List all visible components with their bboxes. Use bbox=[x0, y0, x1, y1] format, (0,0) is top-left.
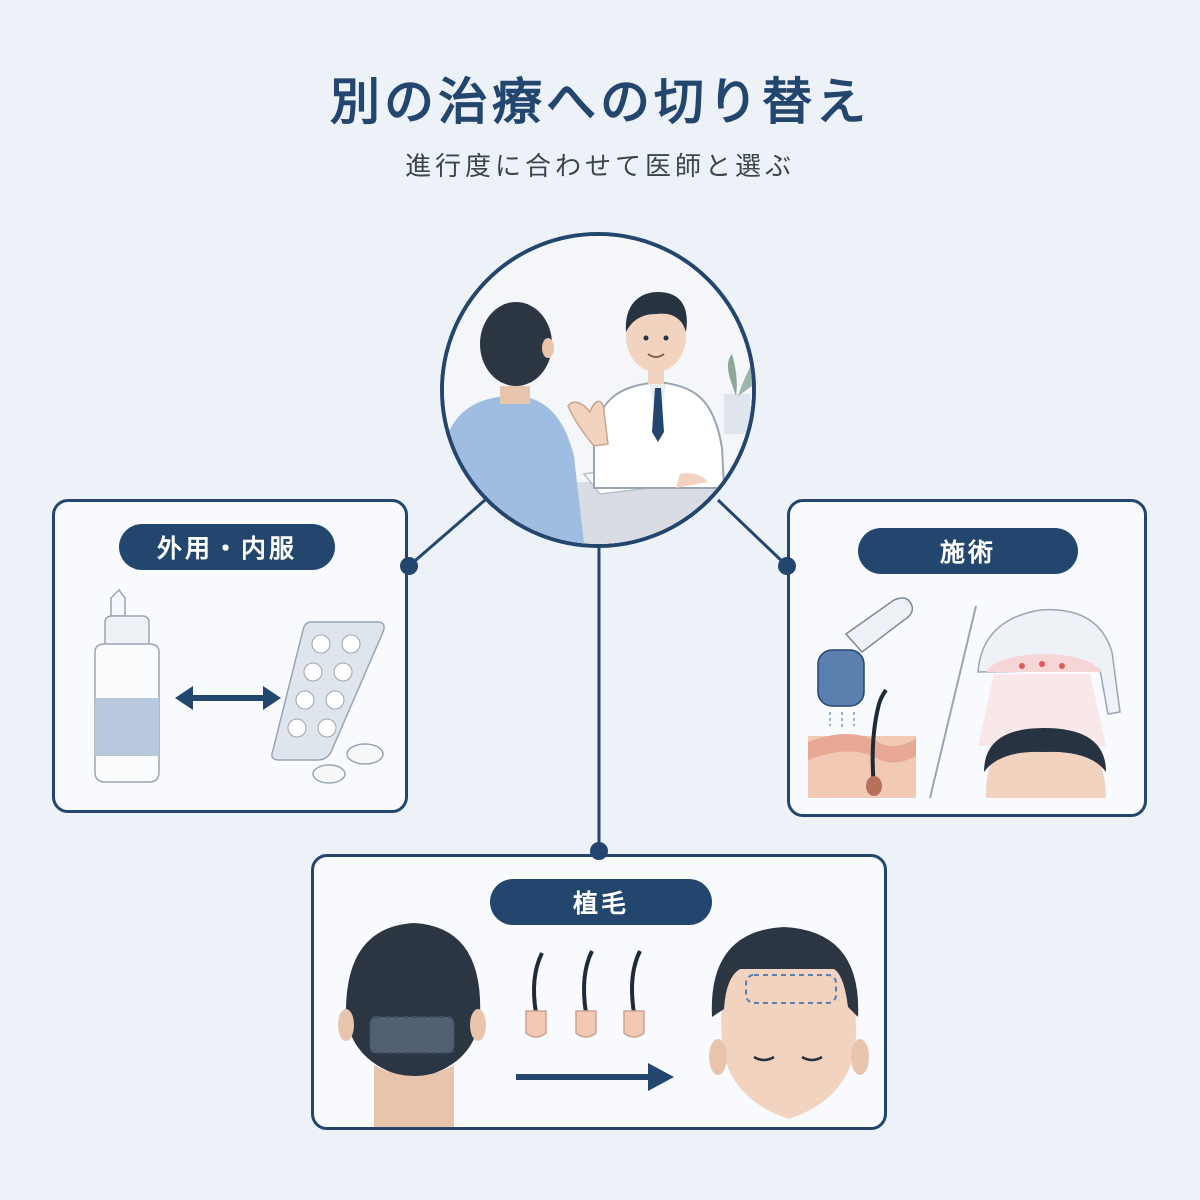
right-arrow-icon bbox=[516, 1063, 674, 1091]
page-title: 別の治療への切り替え bbox=[330, 73, 870, 131]
donor-back-head-icon bbox=[338, 923, 486, 1127]
page-subtitle: 進行度に合わせて医師と選ぶ bbox=[404, 152, 795, 182]
double-arrow-icon bbox=[175, 686, 281, 710]
topical-oral-card: 外用・内服 bbox=[52, 499, 408, 813]
consultation-illustration bbox=[440, 232, 756, 548]
hair-follicle-icon bbox=[525, 950, 645, 1038]
dropper-bottle-icon bbox=[94, 588, 160, 783]
procedure-label: 施術 bbox=[858, 528, 1078, 574]
transplant-card: 植毛 bbox=[311, 854, 887, 1130]
procedure-card: 施術 bbox=[787, 499, 1147, 817]
skin-section-icon bbox=[808, 688, 916, 798]
derma-roller-icon bbox=[817, 597, 914, 730]
topical-oral-label: 外用・内服 bbox=[119, 524, 335, 570]
led-light-cap-icon bbox=[977, 608, 1121, 798]
doctor-figure bbox=[567, 292, 726, 489]
pill-blister-icon bbox=[271, 621, 385, 784]
plant-icon bbox=[724, 354, 752, 434]
recipient-front-head-icon bbox=[709, 927, 869, 1119]
transplant-label: 植毛 bbox=[490, 879, 712, 925]
